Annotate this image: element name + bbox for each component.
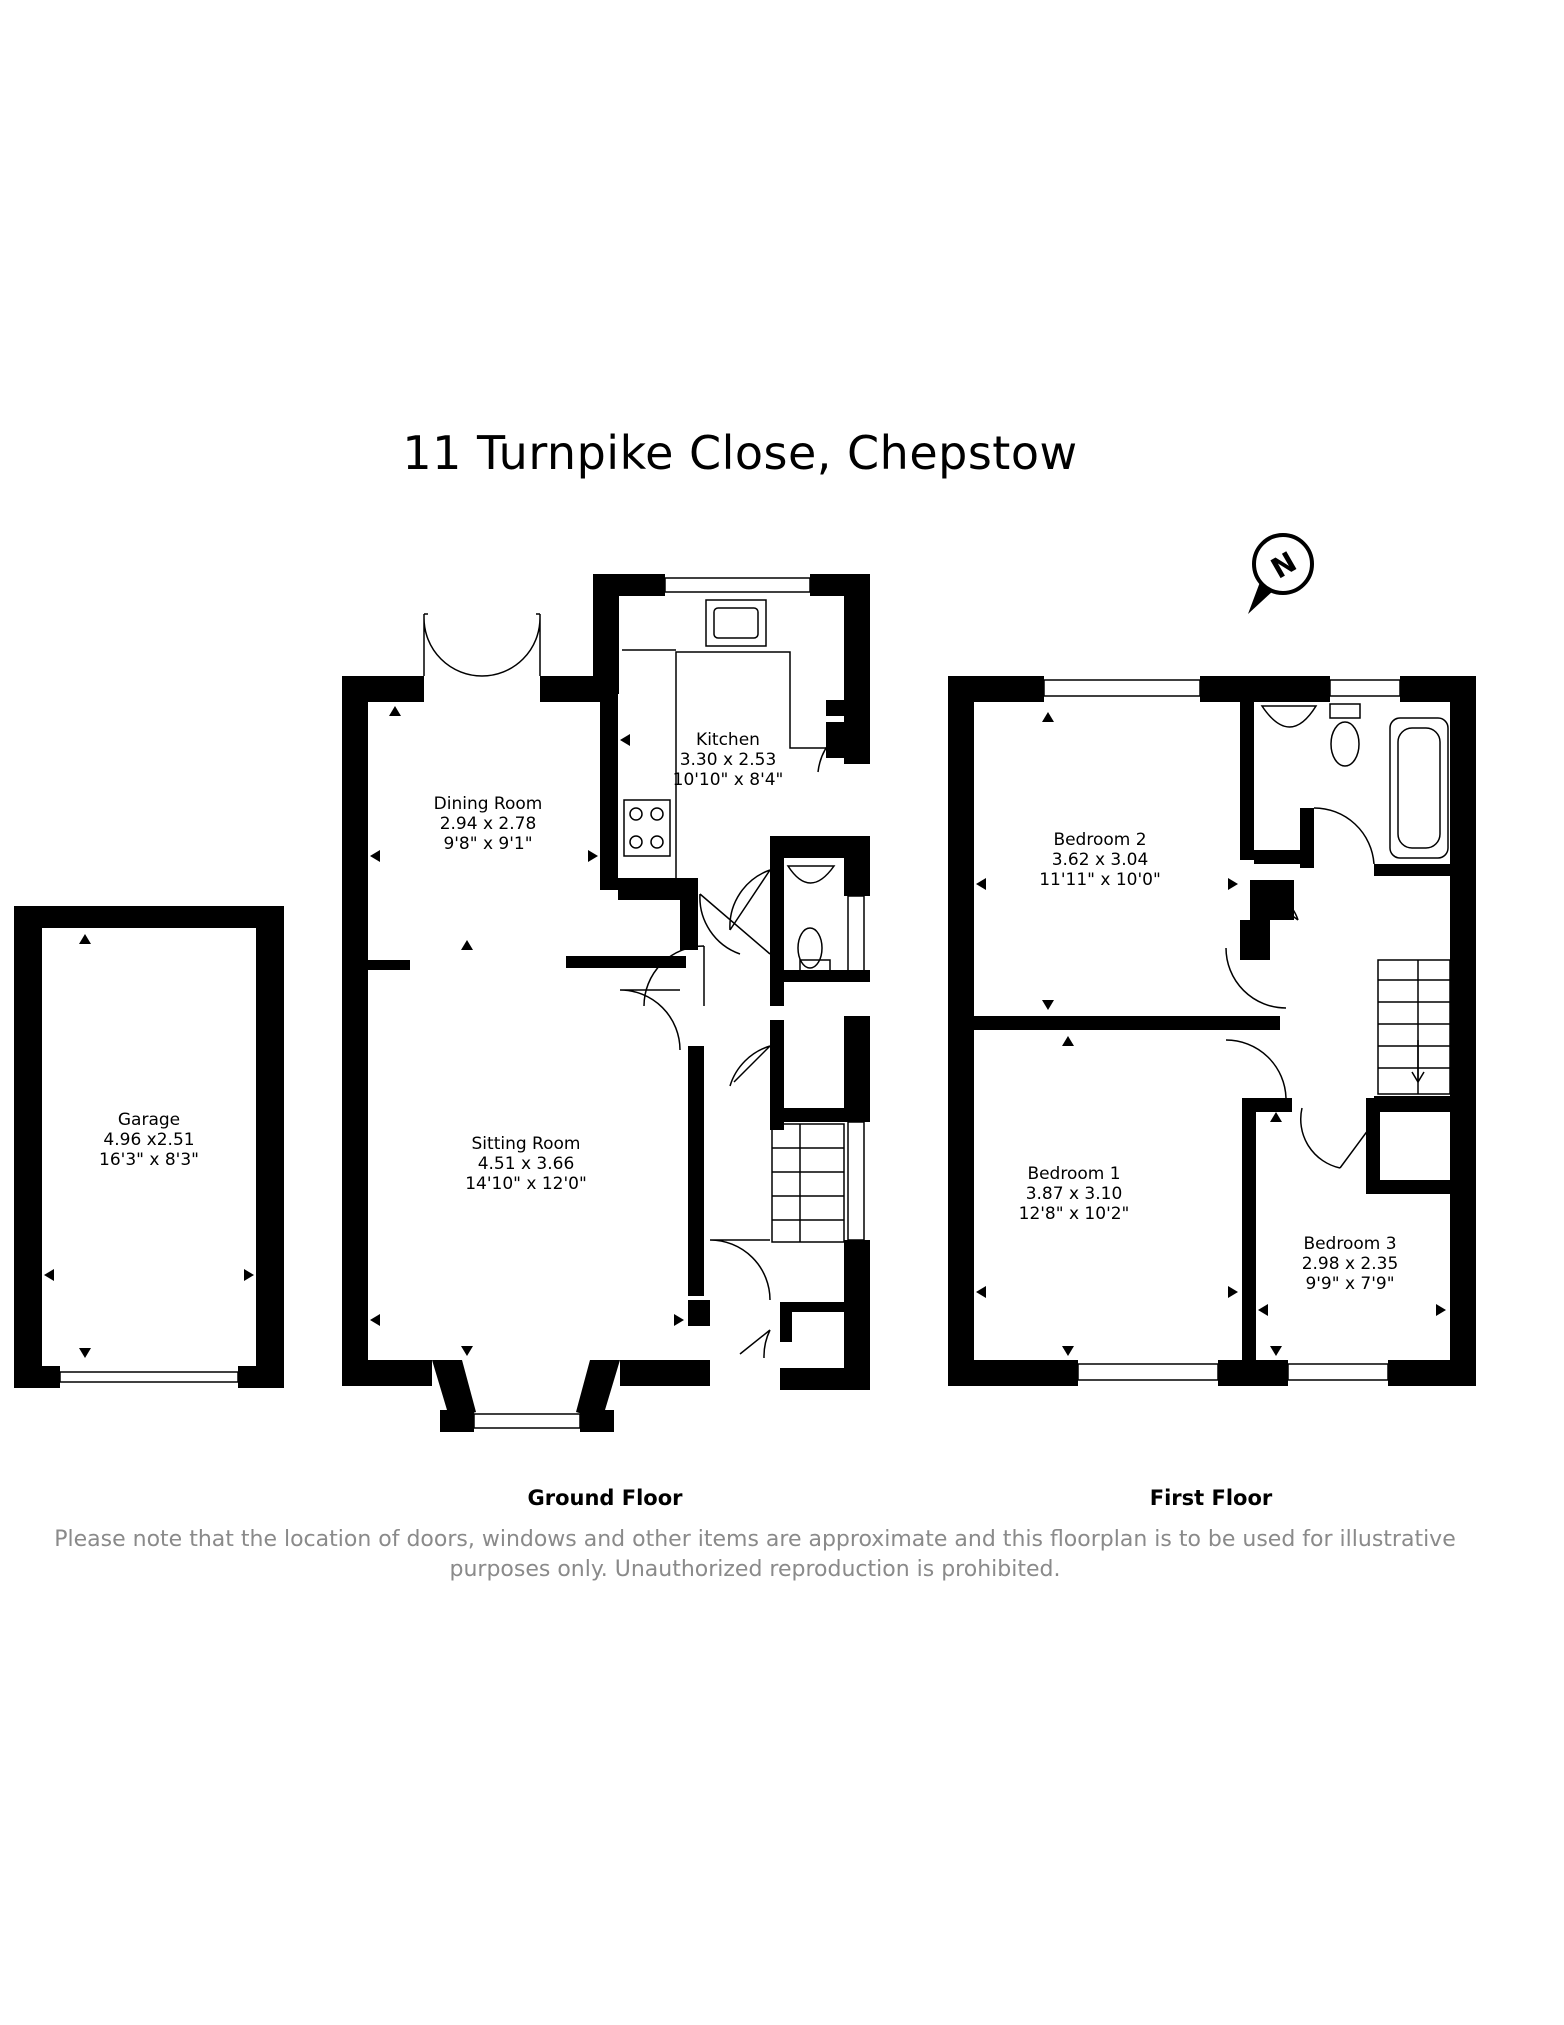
room-label-dining: Dining Room 2.94 x 2.78 9'8" x 9'1" [378, 794, 598, 854]
ground-floor-label: Ground Floor [527, 1486, 683, 1510]
room-metric: 2.98 x 2.35 [1301, 1254, 1399, 1274]
room-label-sitting: Sitting Room 4.51 x 3.66 14'10" x 12'0" [416, 1134, 636, 1194]
room-name: Garage [117, 1110, 181, 1130]
room-name: Dining Room [433, 794, 543, 814]
room-name: Sitting Room [471, 1134, 581, 1154]
garage-walls [14, 906, 284, 1388]
room-imperial: 16'3" x 8'3" [99, 1150, 199, 1170]
property-title: 11 Turnpike Close, Chepstow [402, 426, 1078, 480]
room-metric: 3.87 x 3.10 [1025, 1184, 1123, 1204]
disclaimer-note: Please note that the location of doors, … [54, 1527, 1456, 1582]
room-label-bedroom-1: Bedroom 1 3.87 x 3.10 12'8" x 10'2" [964, 1164, 1184, 1224]
ground-floor-walls [342, 574, 870, 1432]
room-imperial: 11'11" x 10'0" [1039, 870, 1161, 890]
room-imperial: 9'9" x 7'9" [1305, 1274, 1395, 1294]
room-metric: 3.30 x 2.53 [679, 750, 777, 770]
room-label-kitchen: Kitchen 3.30 x 2.53 10'10" x 8'4" [618, 730, 838, 790]
room-imperial: 14'10" x 12'0" [465, 1174, 587, 1194]
room-metric: 4.51 x 3.66 [477, 1154, 575, 1174]
room-label-bedroom-3: Bedroom 3 2.98 x 2.35 9'9" x 7'9" [1240, 1234, 1460, 1294]
room-metric: 2.94 x 2.78 [439, 814, 537, 834]
dimension-markers [44, 706, 1446, 1358]
room-metric: 4.96 x2.51 [103, 1130, 195, 1150]
room-metric: 3.62 x 3.04 [1051, 850, 1149, 870]
room-imperial: 12'8" x 10'2" [1018, 1204, 1130, 1224]
first-floor-label: First Floor [1149, 1486, 1273, 1510]
room-name: Bedroom 1 [1027, 1164, 1121, 1184]
room-name: Bedroom 3 [1303, 1234, 1397, 1254]
room-label-garage: Garage 4.96 x2.51 16'3" x 8'3" [39, 1110, 259, 1170]
room-label-bedroom-2: Bedroom 2 3.62 x 3.04 11'11" x 10'0" [990, 830, 1210, 890]
room-imperial: 9'8" x 9'1" [443, 834, 533, 854]
room-name: Kitchen [696, 730, 760, 750]
room-name: Bedroom 2 [1053, 830, 1147, 850]
north-compass-icon: N [1248, 533, 1314, 614]
room-imperial: 10'10" x 8'4" [672, 770, 784, 790]
first-floor-walls [948, 676, 1476, 1386]
